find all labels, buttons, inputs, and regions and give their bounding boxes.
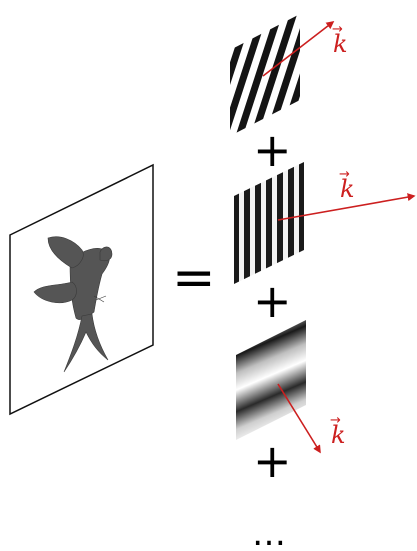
equals-sign: = [172,248,216,308]
ellipsis: … [252,514,286,551]
wave-component-1: k → [230,14,348,136]
wave-vector-label-2: k [340,175,355,203]
bird-wing-left [47,236,84,269]
wave-vector-arrow-1 [262,21,335,77]
wave-vector-label-3: k [331,421,346,449]
plus-sign-2: + [253,274,292,328]
wave-component-3: k → [236,320,346,454]
plus-sign-3: + [253,434,292,488]
vector-arrow-mark-3: → [330,413,341,428]
plus-sign-1: + [253,123,292,177]
wave-patch-2 [234,162,304,284]
bird-image [33,236,113,373]
wave-component-2: k → [234,162,416,284]
wave-patch-3 [236,320,306,440]
wave-vector-label-1: k [333,30,348,58]
bird-head [99,246,113,262]
wave-vector-arrow-2 [277,193,416,221]
wave-vector-arrow-3 [277,383,321,454]
bird-tail [63,313,109,373]
vector-arrow-mark-1: → [332,22,343,37]
bird-wing-lower [33,281,77,304]
source-image-panel [9,163,154,416]
vector-arrow-mark-2: → [339,167,350,182]
bird-legs [93,295,107,303]
